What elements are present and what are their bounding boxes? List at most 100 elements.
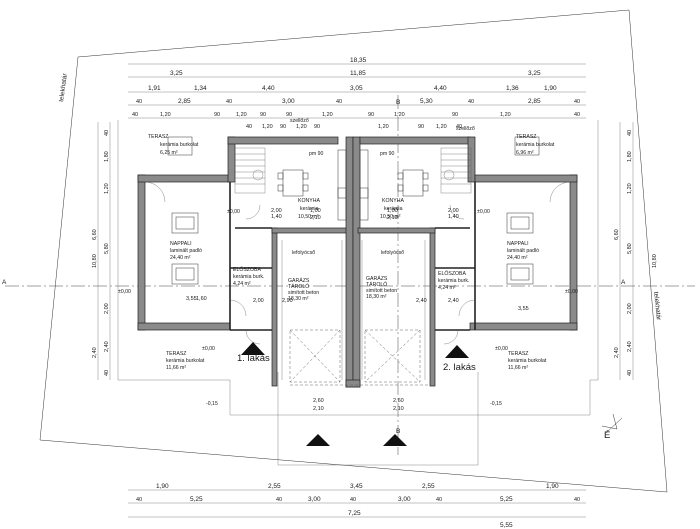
svg-text:1,60: 1,60 [196,296,207,302]
unit-1-rooms: TERASZ kerámia burkolat 6,25 m² KONYHA k… [148,134,320,371]
terrace-bottom-area: 11,66 m² [508,365,528,371]
svg-text:40: 40 [627,130,633,136]
svg-text:2,55: 2,55 [422,483,435,490]
svg-text:6,60: 6,60 [614,229,620,240]
walls [137,136,578,388]
section-mark-a-right: A [621,279,626,286]
level-floor-top-right: ±0,00 [565,289,578,295]
garage-name-2: TÁROLÓ [366,281,387,288]
stair-right [440,147,472,194]
svg-text:1,20: 1,20 [104,183,110,194]
svg-text:5,25: 5,25 [190,496,203,503]
svg-text:1,90: 1,90 [156,483,169,490]
top-dims-row-4: 40 1,20 90 1,20 90 90 1,20 90 1,20 90 1,… [132,112,580,118]
terrace-bottom-name: TERASZ [508,351,528,357]
svg-text:11,85: 11,85 [350,70,366,77]
garage-name: GARÁZS [288,277,310,284]
top-dims-row-1: 3,25 11,85 3,25 [170,70,541,77]
terrace-bottom-finish: kerámia burkolat [508,358,547,364]
pavement-outline [117,120,599,416]
section-mark-a-left: A [2,279,7,286]
terrace-top-name: TERASZ [516,134,536,140]
kitchen-area: 10,50 m² [380,214,401,220]
svg-text:1,20: 1,20 [322,112,333,118]
svg-text:2,10: 2,10 [310,215,321,221]
svg-text:3,05: 3,05 [350,85,363,92]
section-mark-b-top: B [396,99,400,106]
svg-text:2,40: 2,40 [614,347,620,358]
svg-text:1,90: 1,90 [544,85,557,92]
svg-text:1,20: 1,20 [262,124,273,130]
svg-text:2,85: 2,85 [178,98,191,105]
unit-label: 1. lakás [237,353,270,364]
ventilation-label-right: szellőző [456,126,475,132]
gutter-label-right: lefolyócső [381,250,404,256]
terrace-bottom-name: TERASZ [166,351,186,357]
svg-text:3,00: 3,00 [398,496,411,503]
pm-label-right: pm 90 [380,151,395,157]
dimension-lines [97,63,634,518]
svg-text:1,00: 1,00 [387,208,398,214]
svg-text:5,80: 5,80 [627,243,633,254]
svg-text:2,60: 2,60 [393,398,404,404]
top-dims-row-5: 40 1,20 90 1,20 90 1,20 90 1,20 40 [246,124,462,130]
svg-text:1,80: 1,80 [104,151,110,162]
garage-name: GARÁZS [366,275,388,282]
property-line-label-left: telekhatár [58,72,69,102]
level-floor-left: ±0,00 [227,209,240,215]
svg-text:3,25: 3,25 [170,70,183,77]
svg-text:1,80: 1,80 [627,151,633,162]
svg-text:3,25: 3,25 [528,70,541,77]
doors [144,181,571,345]
svg-text:4,40: 4,40 [434,85,447,92]
svg-text:2,90: 2,90 [282,298,293,304]
living-name: NAPPALI [507,241,529,247]
top-dims-row-2: 1,91 1,34 4,40 3,05 4,40 1,36 1,90 [148,85,557,92]
svg-text:1,20: 1,20 [436,124,447,130]
svg-text:40: 40 [132,112,138,118]
svg-text:2,00: 2,00 [271,208,282,214]
dim-overall-width: 18,35 [350,57,367,64]
terrace-top-finish: kerámia burkolat [516,142,555,148]
terrace-top-area: 6,25 m² [160,150,178,156]
hall-finish: kerámia burk. [233,274,264,280]
living-area: 24,40 m² [507,255,528,261]
bottom-dims-row-2: 40 5,25 40 3,00 40 3,00 40 5,25 40 [136,496,580,503]
svg-text:40: 40 [468,99,474,105]
svg-text:1,20: 1,20 [160,112,171,118]
svg-text:90: 90 [314,124,320,130]
partitions [229,182,476,331]
svg-text:40: 40 [136,497,142,503]
svg-text:2,40: 2,40 [416,298,427,304]
svg-text:90: 90 [280,124,286,130]
svg-text:1,20: 1,20 [296,124,307,130]
kitchen-area: 10,50 m² [298,214,319,220]
svg-text:40: 40 [276,497,282,503]
garage-name-2: TÁROLÓ [288,283,309,290]
svg-text:2,85: 2,85 [528,98,541,105]
svg-text:2,40: 2,40 [627,341,633,352]
hall-name: ELŐSZOBA [438,270,467,277]
garage-walls-hatch [281,240,426,380]
level-floor-right: ±0,00 [477,209,490,215]
terrace-bottom-area: 11,66 m² [166,365,186,371]
furniture [167,136,540,285]
svg-text:40: 40 [627,370,633,376]
garage-finish: simított beton [288,290,319,296]
level-floor-top-left: ±0,00 [118,289,131,295]
left-dims: 40 1,80 1,20 5,80 2,00 2,40 40 10,80 6,6… [92,130,110,376]
svg-text:3,45: 3,45 [350,483,363,490]
level-floor-terrace-right: ±0,00 [495,346,508,352]
svg-text:2,00: 2,00 [253,298,264,304]
level-floor-terrace-left: ±0,00 [202,346,215,352]
svg-text:40: 40 [456,124,462,130]
stair-left [234,147,266,194]
svg-text:2,55: 2,55 [268,483,281,490]
svg-text:5,55: 5,55 [500,522,513,529]
living-finish: laminált padló [170,248,202,254]
svg-text:2,40: 2,40 [448,298,459,304]
section-mark-b-bottom: B [396,428,400,435]
entrance-markers [241,342,469,446]
garage-area: 18,30 m² [366,294,387,300]
